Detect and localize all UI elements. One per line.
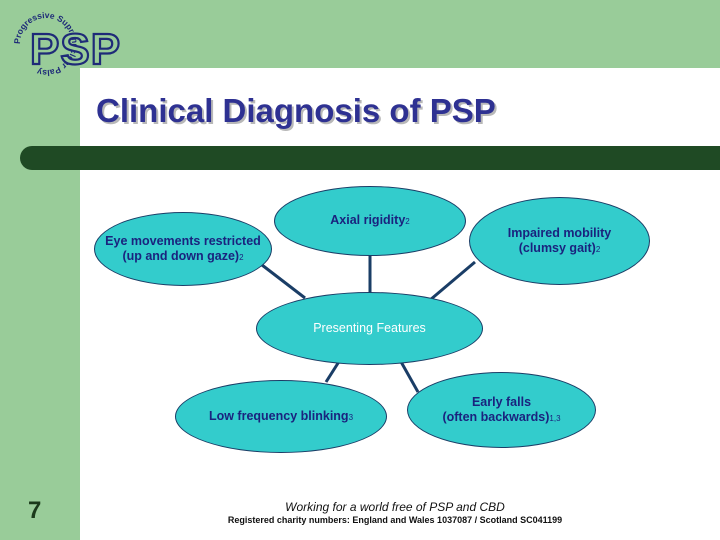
node-eye-ref: 2 [239,252,244,262]
node-low-frequency-blinking: Low frequency blinking3 [175,380,387,453]
node-axial-ref: 2 [405,217,410,226]
node-axial-text: Axial rigidity [330,213,406,227]
node-falls-line2: (often backwards) [442,409,550,424]
connector-blink [324,359,342,383]
node-falls-line1: Early falls [471,394,532,409]
node-blink-ref: 3 [348,412,354,422]
page-number: 7 [28,497,42,524]
connector-mobility [429,260,476,302]
node-falls-ref: 1,3 [549,413,561,423]
left-band [0,0,80,540]
node-mobility-line1: Impaired mobility [507,225,612,240]
node-mobility-ref: 2 [595,244,601,254]
center-label: Presenting Features [313,321,426,335]
node-early-falls: Early falls (often backwards)1,3 [407,372,596,448]
node-eye-line1: Eye movements restricted [105,233,261,248]
logo-wordmark: PSP [30,25,121,74]
connector-eye [261,263,306,300]
psp-logo-graphic: Progressive Supranuclear Palsy PSP [12,10,121,78]
footer-charity-numbers: Registered charity numbers: England and … [227,515,563,525]
title-divider-bar [20,146,720,170]
node-presenting-features: Presenting Features [256,292,483,365]
node-blink-text: Low frequency blinking [208,408,349,423]
psp-logo: Progressive Supranuclear Palsy PSP [0,0,170,86]
connector-falls [398,359,420,393]
node-eye-movements: Eye movements restricted (up and down ga… [94,212,272,286]
top-band [80,0,720,68]
node-impaired-mobility: Impaired mobility (clumsy gait)2 [469,197,650,285]
slide-title: Clinical Diagnosis of PSP [96,92,496,129]
node-eye-line2: (up and down gaze) [122,248,240,263]
node-axial-rigidity: Axial rigidity2 [274,186,466,256]
footer-tagline: Working for a world free of PSP and CBD [285,500,505,514]
node-mobility-line2: (clumsy gait) [518,240,596,255]
